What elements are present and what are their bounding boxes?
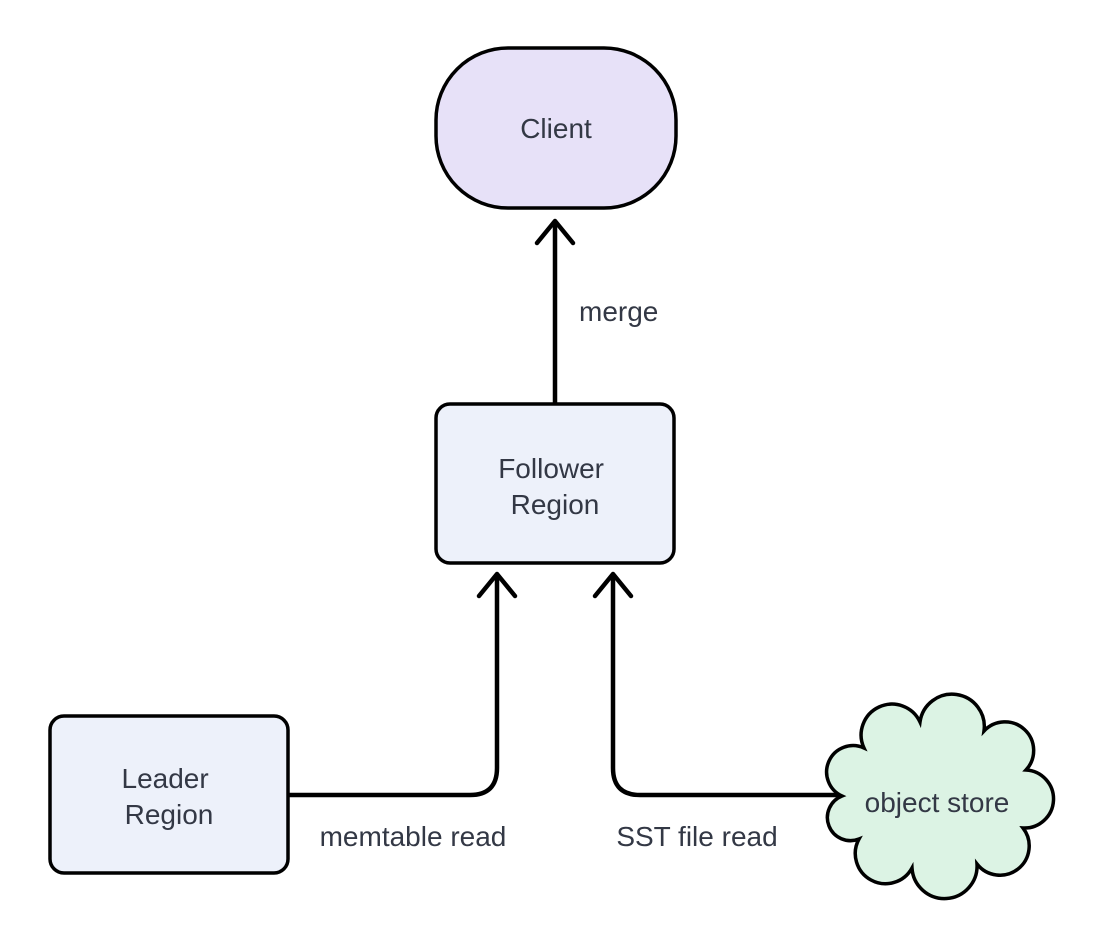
edge-memtable-read-line	[285, 571, 518, 798]
node-leader-region-label: Leader Region	[122, 763, 217, 830]
edge-sst-file-read-label: SST file read	[616, 821, 777, 852]
node-follower-region-label: Follower Region	[498, 453, 612, 520]
edge-memtable-read-label: memtable read	[320, 821, 507, 852]
node-object-store-cloud	[824, 692, 1056, 901]
node-leader-region	[48, 714, 290, 875]
node-object-store-label: object store	[865, 787, 1010, 818]
edge-sst-file-read-line	[592, 571, 852, 798]
node-leader-region-label-line1: Leader	[122, 763, 209, 794]
node-client	[434, 46, 678, 210]
edge-merge-label: merge	[579, 296, 658, 327]
node-follower-region-label-line1: Follower	[498, 453, 604, 484]
node-leader-region-label-line2: Region	[125, 799, 214, 830]
node-client-label: Client	[520, 113, 592, 144]
node-follower-region-label-line2: Region	[511, 489, 600, 520]
node-follower-region	[434, 402, 676, 565]
